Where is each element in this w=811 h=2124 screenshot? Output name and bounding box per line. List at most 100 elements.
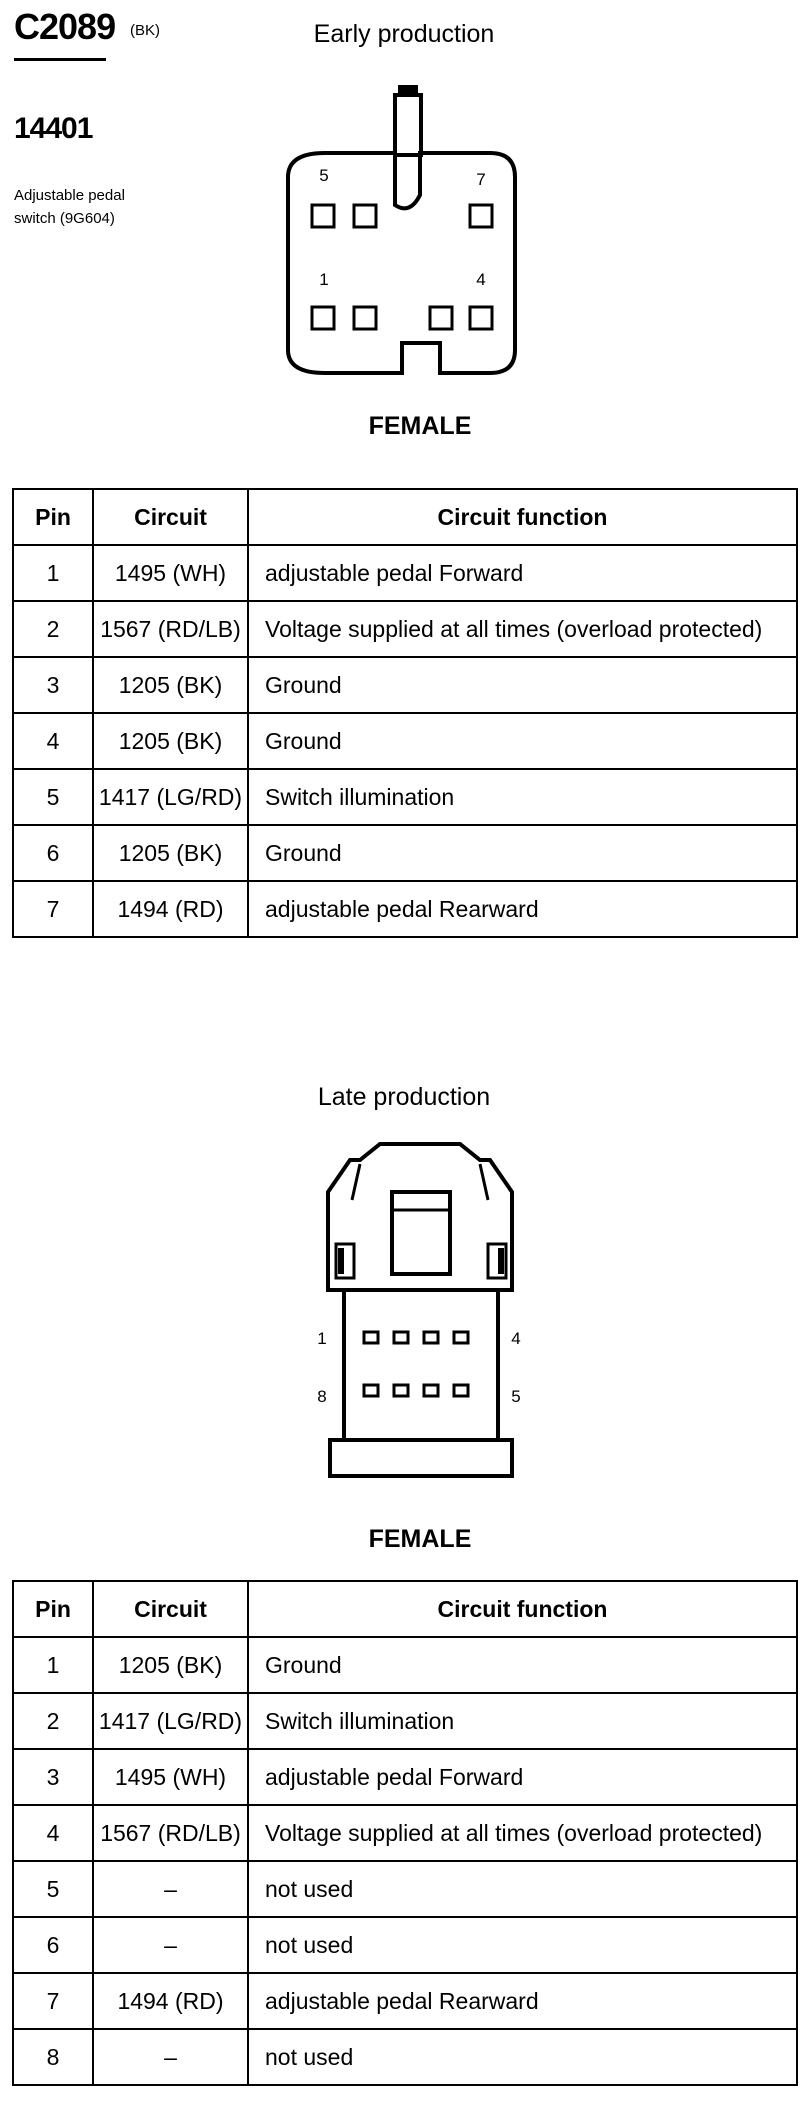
function-cell: Ground bbox=[247, 656, 798, 714]
connector-id: C2089 bbox=[14, 6, 116, 47]
late-pin-label-1: 1 bbox=[317, 1329, 326, 1348]
late-pin-label-5: 5 bbox=[511, 1387, 520, 1406]
function-cell: not used bbox=[247, 2028, 798, 2086]
early-connector-body bbox=[286, 151, 517, 375]
circuit-cell: – bbox=[92, 2028, 249, 2086]
function-cell: Switch illumination bbox=[247, 768, 798, 826]
function-column-header: Circuit function bbox=[247, 488, 798, 546]
pin-cell: 1 bbox=[12, 544, 94, 602]
early-cavity bbox=[428, 305, 454, 331]
early-cavity bbox=[310, 203, 336, 229]
late-pin-label-4: 4 bbox=[511, 1329, 520, 1348]
late-connector-shroud bbox=[326, 1142, 514, 1292]
late-connector-flange bbox=[328, 1438, 514, 1478]
pin-column-header: Pin bbox=[12, 488, 94, 546]
pin-cell: 6 bbox=[12, 1916, 94, 1974]
late-side-lock bbox=[334, 1242, 356, 1280]
function-cell: adjustable pedal Rearward bbox=[247, 1972, 798, 2030]
pin-cell: 8 bbox=[12, 2028, 94, 2086]
component-description-line2: switch (9G604) bbox=[14, 210, 115, 227]
table-row: 5–not used bbox=[12, 1860, 798, 1918]
pin-cell: 3 bbox=[12, 1748, 94, 1806]
function-cell: not used bbox=[247, 1916, 798, 1974]
function-cell: Voltage supplied at all times (overload … bbox=[247, 1804, 798, 1862]
late-gender-label: FEMALE bbox=[368, 1525, 472, 1553]
early-connector-diagram: 5 7 1 4 bbox=[286, 85, 517, 375]
early-latch-tab bbox=[393, 93, 423, 157]
pin-cell: 4 bbox=[12, 712, 94, 770]
early-pin-label-4: 4 bbox=[476, 270, 485, 289]
late-connector-diagram: 1 4 8 5 bbox=[317, 1142, 521, 1478]
circuit-cell: 1205 (BK) bbox=[92, 712, 249, 770]
pin-column-header: Pin bbox=[12, 1580, 94, 1638]
early-cavity bbox=[352, 305, 378, 331]
late-side-lock bbox=[486, 1242, 508, 1280]
early-latch-cap bbox=[398, 85, 418, 97]
circuit-cell: 1205 (BK) bbox=[92, 1636, 249, 1694]
late-cavity bbox=[362, 1383, 380, 1398]
function-cell: Ground bbox=[247, 712, 798, 770]
late-cavity bbox=[362, 1330, 380, 1345]
circuit-column-header: Circuit bbox=[92, 1580, 249, 1638]
early-cavity bbox=[468, 203, 494, 229]
circuit-cell: 1205 (BK) bbox=[92, 824, 249, 882]
circuit-cell: 1567 (RD/LB) bbox=[92, 1804, 249, 1862]
function-cell: Ground bbox=[247, 824, 798, 882]
pin-cell: 2 bbox=[12, 600, 94, 658]
function-cell: adjustable pedal Forward bbox=[247, 544, 798, 602]
late-production-label: Late production bbox=[317, 1083, 491, 1111]
function-cell: not used bbox=[247, 1860, 798, 1918]
pin-cell: 4 bbox=[12, 1804, 94, 1862]
circuit-cell: 1494 (RD) bbox=[92, 1972, 249, 2030]
late-connector-body bbox=[342, 1288, 500, 1442]
early-cavity bbox=[352, 203, 378, 229]
pin-cell: 5 bbox=[12, 768, 94, 826]
pin-cell: 2 bbox=[12, 1692, 94, 1750]
pin-cell: 5 bbox=[12, 1860, 94, 1918]
component-description-line1: Adjustable pedal bbox=[14, 187, 125, 204]
pin-cell: 7 bbox=[12, 1972, 94, 2030]
late-latch bbox=[390, 1190, 452, 1276]
table-row: 8–not used bbox=[12, 2028, 798, 2086]
circuit-cell: 1417 (LG/RD) bbox=[92, 1692, 249, 1750]
pin-cell: 1 bbox=[12, 1636, 94, 1694]
early-cavity bbox=[310, 305, 336, 331]
early-pin-label-1: 1 bbox=[319, 270, 328, 289]
connector-color: (BK) bbox=[130, 22, 160, 39]
pin-cell: 6 bbox=[12, 824, 94, 882]
circuit-cell: – bbox=[92, 1916, 249, 1974]
table-header-row: Pin Circuit Circuit function bbox=[12, 1580, 798, 1638]
early-cavity bbox=[468, 305, 494, 331]
component-description: Adjustable pedal switch (9G604) bbox=[14, 184, 164, 230]
early-production-label: Early production bbox=[313, 20, 495, 48]
late-cavity bbox=[422, 1383, 440, 1398]
connector-id-underline bbox=[14, 58, 106, 61]
late-pin-label-8: 8 bbox=[317, 1387, 326, 1406]
function-cell: Ground bbox=[247, 1636, 798, 1694]
early-pin-label-7: 7 bbox=[476, 170, 485, 189]
function-column-header: Circuit function bbox=[247, 1580, 798, 1638]
circuit-cell: 1494 (RD) bbox=[92, 880, 249, 938]
circuit-cell: 1205 (BK) bbox=[92, 656, 249, 714]
part-number: 14401 bbox=[14, 112, 93, 145]
late-cavity bbox=[452, 1383, 470, 1398]
table-header-row: Pin Circuit Circuit function bbox=[12, 488, 798, 546]
function-cell: adjustable pedal Rearward bbox=[247, 880, 798, 938]
early-gender-label: FEMALE bbox=[368, 412, 472, 440]
circuit-cell: 1417 (LG/RD) bbox=[92, 768, 249, 826]
circuit-cell: 1567 (RD/LB) bbox=[92, 600, 249, 658]
function-cell: Switch illumination bbox=[247, 1692, 798, 1750]
